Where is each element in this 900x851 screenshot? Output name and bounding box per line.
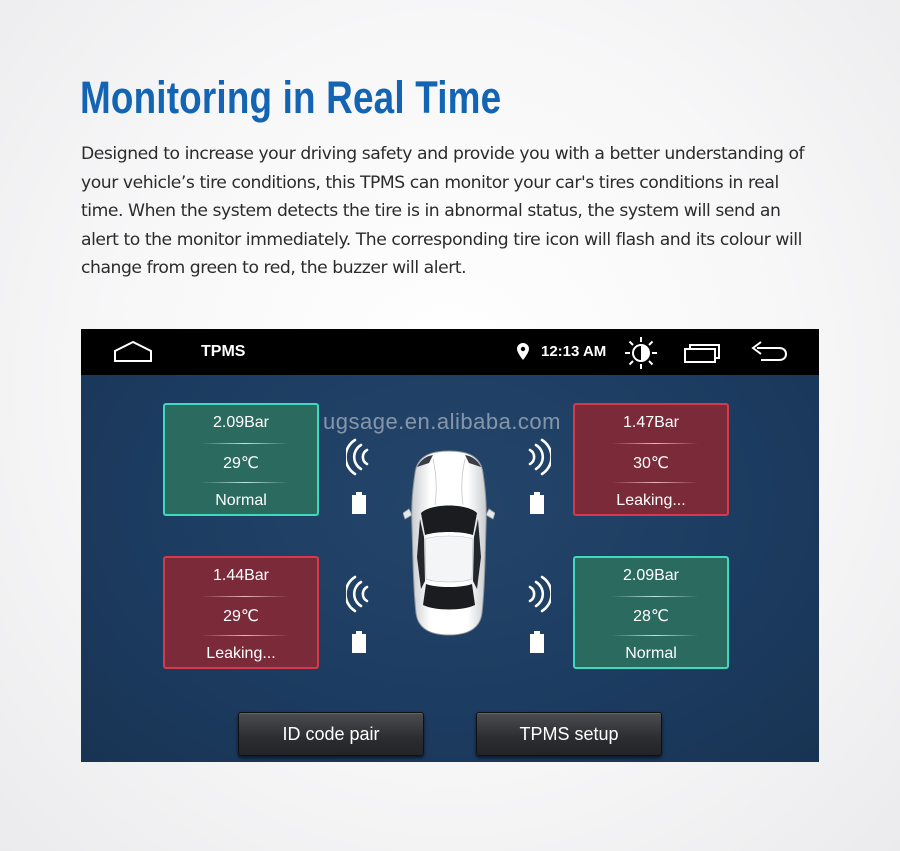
tire-pressure: 1.47Bar [622,414,680,431]
signal-waves-icon-rear-left [346,575,369,613]
tire-status: Leaking... [206,645,276,662]
watermark-text: ugsage.en.alibaba.com [323,409,561,434]
signal-waves-icon-rear-right [528,575,551,613]
tire-temperature: 29℃ [223,608,259,625]
divider [611,482,699,483]
battery-icon-rear-left [352,631,366,653]
tire-card-front-right[interactable]: 1.47Bar 30℃ Leaking... [573,403,729,516]
divider [201,443,289,444]
tire-status: Normal [625,645,677,662]
tire-status: Leaking... [616,492,686,509]
tire-temperature: 28℃ [633,608,669,625]
home-icon[interactable] [113,340,153,364]
recent-apps-icon[interactable] [683,342,721,364]
battery-icon-front-right [530,492,544,514]
divider [611,443,699,444]
divider [611,596,699,597]
tire-card-front-left[interactable]: 2.09Bar 29℃ Normal [163,403,319,516]
divider [201,635,289,636]
battery-icon-rear-right [530,631,544,653]
tpms-screen: TPMS 12:13 AM ugsage.en.alibaba.com [81,329,819,762]
battery-icon-front-left [352,492,366,514]
signal-waves-icon-front-left [346,438,369,476]
divider [201,596,289,597]
divider [201,482,289,483]
tire-temperature: 30℃ [633,455,669,472]
signal-waves-icon-front-right [528,438,551,476]
intro-paragraph: Designed to increase your driving safety… [81,144,805,279]
tire-pressure: 2.09Bar [212,414,270,431]
brightness-icon[interactable] [624,336,658,370]
divider [611,635,699,636]
app-title: TPMS [201,343,246,360]
location-pin-icon [517,343,529,360]
tire-temperature: 29℃ [223,455,259,472]
id-code-pair-button[interactable]: ID code pair [238,712,424,756]
tire-card-rear-left[interactable]: 1.44Bar 29℃ Leaking... [163,556,319,669]
tire-pressure: 2.09Bar [622,567,680,584]
tire-pressure: 1.44Bar [212,567,270,584]
status-bar: TPMS 12:13 AM [81,329,819,375]
tire-status: Normal [215,492,267,509]
tpms-setup-button[interactable]: TPMS setup [476,712,662,756]
back-icon[interactable] [749,340,789,364]
clock: 12:13 AM [541,343,607,360]
tire-card-rear-right[interactable]: 2.09Bar 28℃ Normal [573,556,729,669]
page-title: Monitoring in Real Time [80,72,502,123]
car-top-view-icon [403,450,495,636]
